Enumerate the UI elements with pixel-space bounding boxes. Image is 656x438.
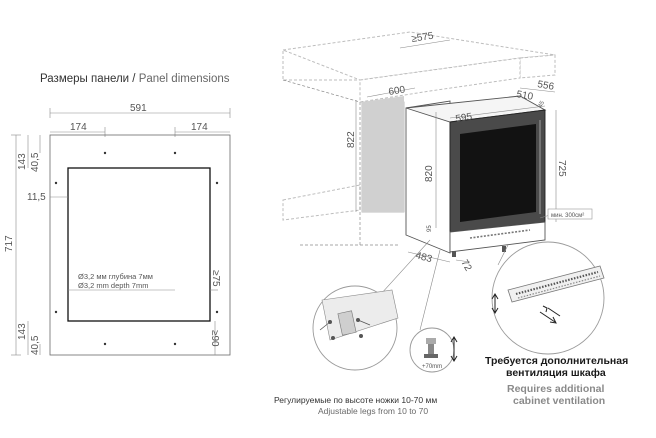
- panel-title: Размеры панели / Panel dimensions: [40, 73, 230, 85]
- cooler-dims: 595 556 510 45 820 725 483 72 95 мин. 30…: [407, 79, 593, 274]
- dim-cooler-width: 595: [455, 111, 474, 125]
- vent-area-label: мин. 300см²: [551, 213, 584, 219]
- legs-caption-en: Adjustable legs from 10 to 70: [318, 406, 428, 416]
- dim-top-inner: 40,5: [30, 152, 41, 172]
- dim-panel-height: 717: [4, 235, 15, 252]
- vent-caption-en-1: Requires additional: [507, 383, 605, 395]
- leg-height-circle: +70mm: [409, 327, 458, 373]
- vent-caption-ru-2: вентиляция шкафа: [506, 367, 606, 379]
- cooler-glass: [460, 124, 536, 222]
- dim-plinth: 95: [427, 225, 433, 232]
- dim-right-bottom: ≥90: [209, 330, 220, 347]
- panel-title-ru: Размеры панели: [40, 73, 129, 85]
- leg-range-label: +70mm: [422, 364, 442, 370]
- dim-base-front: 72: [458, 258, 473, 274]
- legs-detail-circle: [312, 285, 399, 371]
- dim-bottom-outer: 143: [17, 323, 28, 340]
- hole-note-ru: Ø3,2 мм глубина 7мм: [78, 272, 153, 281]
- dim-door-height: 725: [556, 160, 567, 177]
- wine-cooler: [405, 95, 547, 257]
- hole-note-en: Ø3,2 mm depth 7mm: [78, 281, 148, 290]
- dim-depth-body: 510: [515, 89, 534, 103]
- dim-hole-left: 174: [70, 122, 87, 133]
- panel-title-en: Panel dimensions: [139, 73, 230, 85]
- dim-bottom-inner: 40,5: [30, 335, 41, 355]
- panel-title-sep: /: [129, 73, 139, 85]
- niche-dims: ≥575 600 822: [346, 31, 451, 212]
- dim-top-outer: 143: [17, 153, 28, 170]
- dim-panel-w: 600: [388, 84, 407, 98]
- dim-cooler-height: 820: [424, 165, 435, 182]
- dim-door: 45: [538, 100, 547, 109]
- vent-caption-en-2: cabinet ventilation: [513, 395, 605, 407]
- panel-drawing: 591 174 174 717 143 40,5 11,5: [4, 103, 231, 356]
- vent-caption-ru-1: Требуется дополнительная: [485, 355, 628, 367]
- dim-base: 483: [414, 250, 433, 265]
- dim-panel-width: 591: [130, 103, 147, 114]
- legs-caption-ru: Регулируемые по высоте ножки 10-70 мм: [274, 395, 437, 405]
- dim-right: ≥75: [210, 270, 221, 287]
- dim-side: 11,5: [27, 192, 46, 203]
- dim-depth-total: 556: [536, 79, 555, 93]
- dim-niche-depth: ≥575: [411, 31, 435, 45]
- leader-lines: [379, 239, 509, 331]
- dim-panel-h: 822: [346, 131, 357, 148]
- dim-hole-right: 174: [191, 122, 208, 133]
- vent-grille-circle: [491, 241, 605, 355]
